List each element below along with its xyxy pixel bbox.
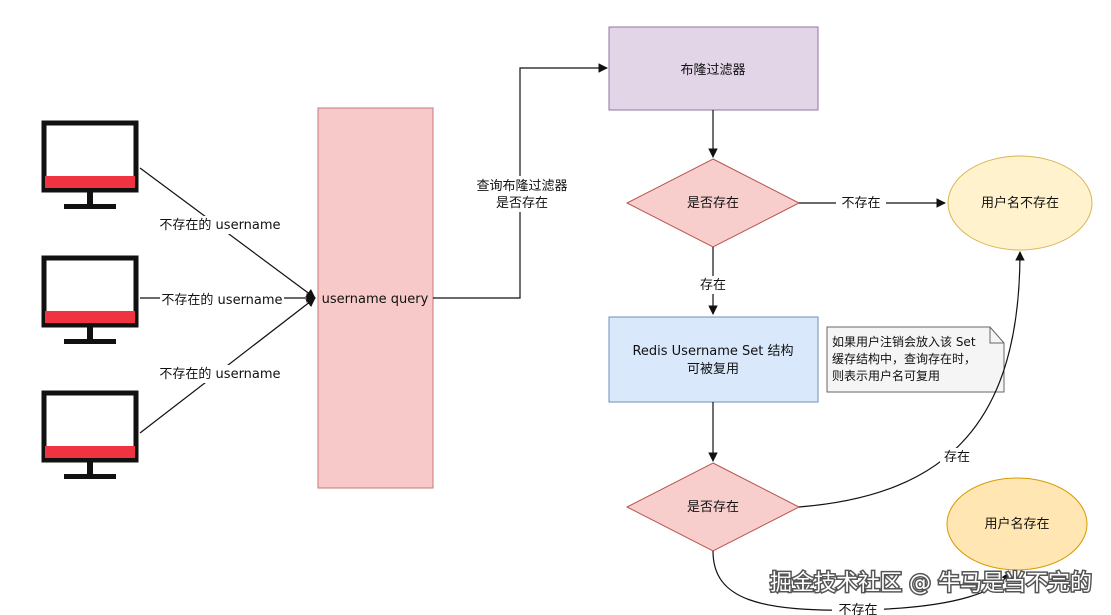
client-monitor-3 <box>41 390 139 479</box>
edge-label-d1-no: 不存在 <box>841 196 880 211</box>
client-monitor-2 <box>41 255 139 344</box>
label-bg <box>160 291 284 309</box>
bloom-filter-box[interactable] <box>608 26 819 111</box>
label-bg <box>697 276 729 294</box>
monitor-base <box>64 474 116 479</box>
monitor-neck <box>87 327 93 341</box>
note-line-1: 如果用户注销会放入该 Set <box>832 334 976 349</box>
monitor-bar <box>45 311 135 323</box>
note-fold <box>989 327 1004 344</box>
edge-label-d1-yes: 存在 <box>700 278 726 293</box>
label-bg <box>832 601 884 615</box>
decision-2-label: 是否存在 <box>687 500 739 515</box>
edge-label-client3: 不存在的 username <box>159 366 280 382</box>
edge-label-query-bloom-1: 查询布隆过滤器 <box>476 179 567 194</box>
edge-label-d2-no: 不存在 <box>838 603 877 615</box>
label-bg <box>836 194 886 212</box>
label-bg <box>158 365 282 383</box>
user-exist-ellipse[interactable] <box>946 477 1088 571</box>
user-not-exist-ellipse[interactable] <box>947 155 1093 251</box>
monitor-bar <box>45 176 135 188</box>
decision-1-label: 是否存在 <box>687 196 739 211</box>
label-bg <box>470 176 574 212</box>
monitor-neck <box>87 192 93 206</box>
redis-set-label-1: Redis Username Set 结构 <box>632 344 793 359</box>
username-query-label: username query <box>322 292 429 307</box>
edge-label-client2: 不存在的 username <box>161 292 282 308</box>
edge-label-client1: 不存在的 username <box>159 217 280 233</box>
user-exist-label: 用户名存在 <box>984 516 1049 532</box>
faint-header-remnant: ⌒⌒⌒ <box>530 0 602 14</box>
edge-label-d2-yes: 存在 <box>944 450 970 465</box>
edge-decision2-notexist <box>798 251 1025 508</box>
note-line-2: 缓存结构中，查询存在时， <box>832 351 976 366</box>
label-bg <box>940 448 974 466</box>
note-line-3: 则表示用户名可复用 <box>832 368 940 383</box>
client-monitor-1 <box>41 120 139 209</box>
watermark-text: 掘金技术社区 @ 牛马是当不完的 <box>770 571 1092 596</box>
edge-label-query-bloom-2: 是否存在 <box>496 196 548 211</box>
monitor-base <box>64 339 116 344</box>
monitor-neck <box>87 462 93 476</box>
redis-set-label-2: 可被复用 <box>687 362 739 377</box>
bloom-filter-label: 布隆过滤器 <box>680 63 745 78</box>
user-not-exist-label: 用户名不存在 <box>981 195 1059 211</box>
redis-set-box[interactable] <box>608 316 819 403</box>
monitor-bar <box>45 446 135 458</box>
label-bg <box>158 216 282 234</box>
monitor-base <box>64 204 116 209</box>
